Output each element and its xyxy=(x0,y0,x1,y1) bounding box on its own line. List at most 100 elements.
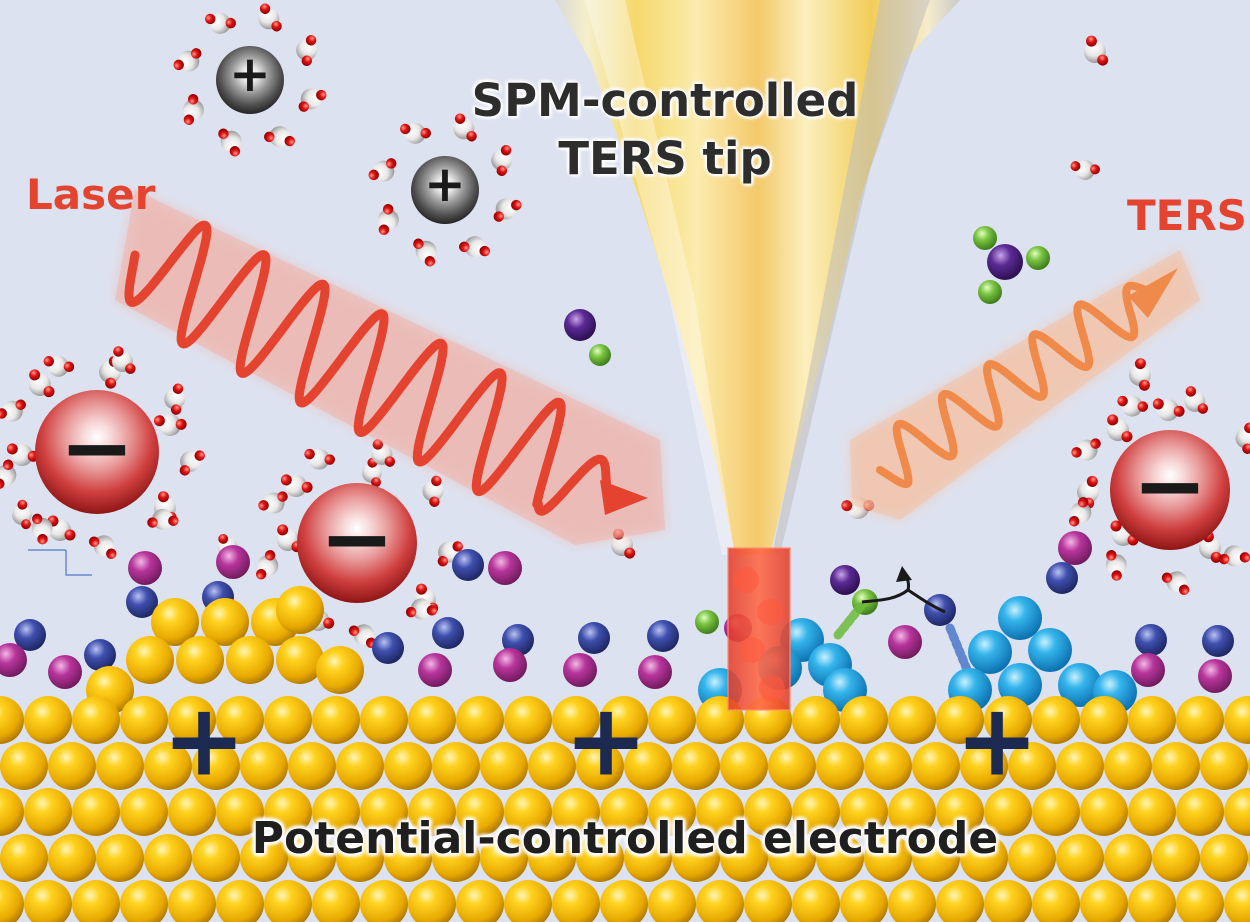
gold-atom xyxy=(1008,834,1056,882)
dissolved-atom xyxy=(1026,246,1050,270)
water-molecule xyxy=(422,475,444,507)
hydrogen-atom xyxy=(0,408,7,419)
hydrogen-atom xyxy=(413,238,424,250)
gold-atom xyxy=(408,880,456,922)
gold-atom xyxy=(888,696,936,744)
hydrogen-atom xyxy=(43,386,55,398)
adsorbed-ion xyxy=(578,622,610,654)
water-molecule xyxy=(1152,398,1185,421)
gold-atom xyxy=(408,788,456,836)
gold-atom xyxy=(984,788,1032,836)
gold-atom xyxy=(72,788,120,836)
water-molecule xyxy=(31,513,53,545)
hydrogen-atom xyxy=(63,361,75,372)
electrode-plus-symbol: + xyxy=(564,682,648,799)
adsorbed-ion xyxy=(1131,653,1165,687)
adsorbed-ion xyxy=(84,639,116,671)
water-molecule xyxy=(377,204,399,235)
gold-atom xyxy=(384,834,432,882)
water-molecule xyxy=(153,414,187,436)
hydrogen-atom xyxy=(277,524,289,536)
anion xyxy=(1110,430,1230,550)
gold-atom xyxy=(360,696,408,744)
hydrogen-atom xyxy=(1242,443,1250,454)
adsorbed-ion xyxy=(563,653,597,687)
hydrogen-atom xyxy=(1134,358,1146,370)
water-molecule xyxy=(296,35,318,66)
hydrogen-atom xyxy=(31,513,43,525)
electrode-plus-symbol: + xyxy=(162,682,246,799)
gold-atom xyxy=(216,696,264,744)
gold-atom xyxy=(201,598,249,646)
water-molecule xyxy=(258,491,288,514)
oxygen-atom xyxy=(422,480,444,502)
gold-atom xyxy=(480,834,528,882)
water-molecule xyxy=(1199,531,1222,563)
gold-atom xyxy=(1176,696,1224,744)
water-molecule xyxy=(43,355,75,377)
gold-atom xyxy=(840,788,888,836)
gold-atom xyxy=(912,742,960,790)
hydrogen-atom xyxy=(1121,431,1133,443)
gold-atom xyxy=(552,880,600,922)
hydrogen-atom xyxy=(15,399,26,410)
hydrogen-atom xyxy=(304,448,315,460)
adsorbed-atom xyxy=(695,610,719,634)
hydrogen-atom xyxy=(218,533,229,544)
hydrogen-atom xyxy=(368,169,379,181)
gold-atom xyxy=(408,696,456,744)
gold-atom xyxy=(888,880,936,922)
gold-atom xyxy=(240,834,288,882)
hydrogen-atom xyxy=(179,465,191,476)
gold-atom xyxy=(456,788,504,836)
water-molecule xyxy=(179,450,205,476)
gold-atom xyxy=(936,788,984,836)
water-molecule xyxy=(1107,414,1133,443)
gold-atom xyxy=(1200,834,1248,882)
hydrogen-atom xyxy=(841,500,853,512)
hydrogen-atom xyxy=(323,617,335,629)
hydrogen-atom xyxy=(64,529,76,541)
water-molecule xyxy=(164,383,186,415)
hydrogen-atom xyxy=(0,478,5,489)
gold-atom xyxy=(336,834,384,882)
oxygen-atom xyxy=(152,508,174,530)
hydrogen-atom xyxy=(1152,398,1164,410)
gold-atom xyxy=(720,742,768,790)
water-molecule xyxy=(491,145,513,176)
hydrogen-atom xyxy=(6,443,18,455)
hydrogen-atom xyxy=(301,55,313,66)
gold-atom xyxy=(126,636,174,684)
gold-atom xyxy=(144,834,192,882)
adsorbed-cluster-atom xyxy=(968,630,1012,674)
gold-atom xyxy=(576,742,624,790)
gold-atom xyxy=(120,788,168,836)
gold-atom xyxy=(792,880,840,922)
hydrogen-atom xyxy=(454,113,466,124)
gold-atom xyxy=(864,834,912,882)
water-molecule xyxy=(88,535,117,559)
hydrogen-atom xyxy=(1070,161,1081,172)
adsorbed-ion xyxy=(1058,531,1092,565)
gold-atom xyxy=(72,696,120,744)
hydrogen-atom xyxy=(1111,570,1122,581)
water-molecule xyxy=(1117,395,1149,417)
gold-atom xyxy=(24,696,72,744)
gold-atom xyxy=(1080,880,1128,922)
water-molecule xyxy=(0,459,17,489)
gold-atom xyxy=(984,696,1032,744)
adsorbed-ion xyxy=(647,620,679,652)
cation xyxy=(216,46,284,114)
hydrogen-atom xyxy=(194,450,205,461)
ters-label: TERS xyxy=(1127,191,1247,240)
corner-mark xyxy=(28,549,92,576)
water-molecule xyxy=(405,598,438,620)
water-molecule xyxy=(1068,497,1092,527)
cation xyxy=(411,156,479,224)
hydrogen-atom xyxy=(466,130,477,142)
adsorbed-ion xyxy=(216,545,250,579)
hydrogen-atom xyxy=(229,146,241,157)
gold-atom xyxy=(226,636,274,684)
